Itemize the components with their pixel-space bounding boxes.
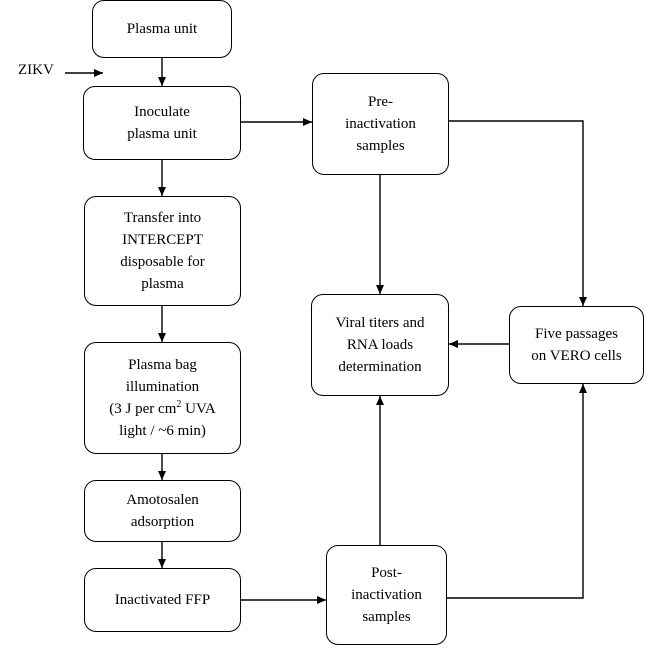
node-label: Inactivated FFP [114,592,211,608]
node-label: INTERCEPT [122,232,203,248]
node-label: Inoculate [134,104,190,120]
uva-dose-prefix: (3 J per cm [109,401,177,417]
arrow-post-inactivation-to-five-passages [447,384,587,599]
node-label: on VERO cells [531,348,622,364]
node-label: Plasma unit [126,21,198,37]
node-label: plasma [141,276,184,292]
zikv-label: ZIKV [18,62,54,78]
node-plasma-unit: Plasma unit [92,0,232,58]
node-label: Plasma bag [128,357,197,373]
node-label: inactivation [351,587,422,603]
uva-dose-suffix: UVA [181,401,216,417]
node-label: Post- [371,565,402,581]
node-amotosalen-adsorption: Amotosalen adsorption [84,480,241,542]
node-label: plasma unit [127,126,197,142]
node-inactivated-ffp: Inactivated FFP [84,568,241,632]
node-label: Amotosalen [126,492,199,508]
node-label: Transfer into [123,210,202,226]
node-label: illumination [125,379,200,395]
uva-dose-line: (3 J per cm2 UVA [109,398,215,420]
node-label: adsorption [130,514,195,530]
uva-dose-superscript: 2 [176,399,182,410]
node-label: Pre- [368,94,393,110]
node-label: samples [362,609,411,625]
node-pre-inactivation-samples: Pre- inactivation samples [312,73,449,175]
node-label: inactivation [345,116,416,132]
node-label: light / ~6 min) [119,423,206,439]
node-transfer-into-intercept: Transfer into INTERCEPT disposable for p… [84,196,241,306]
node-plasma-bag-illumination: Plasma bag illumination (3 J per cm2 UVA… [84,342,241,454]
node-inoculate-plasma-unit: Inoculate plasma unit [83,86,241,160]
node-label: RNA loads [346,337,414,353]
node-label: samples [356,138,405,154]
node-label: Viral titers and [335,315,425,331]
node-label: disposable for [120,254,205,270]
node-viral-titers-rna-loads: Viral titers and RNA loads determination [311,294,449,396]
node-five-passages-vero: Five passages on VERO cells [509,306,644,384]
node-label: determination [338,359,422,375]
node-post-inactivation-samples: Post- inactivation samples [326,545,447,645]
arrow-pre-inactivation-to-five-passages [449,120,587,306]
node-label: Five passages [535,326,618,342]
